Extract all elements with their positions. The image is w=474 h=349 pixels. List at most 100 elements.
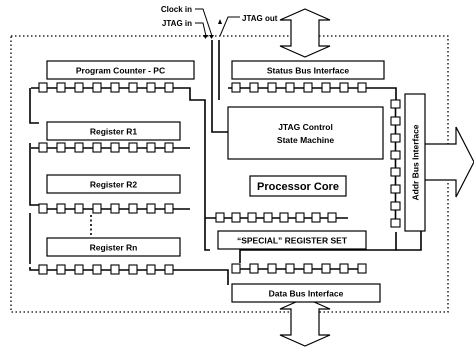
- register-r1-label: Register R1: [90, 127, 138, 137]
- clock-in-line: [195, 8, 213, 37]
- data-register-cells: [231, 263, 367, 274]
- special-top-cells: [205, 212, 348, 223]
- register-cell: [390, 99, 401, 109]
- status-bus-label: Status Bus Interface: [267, 66, 349, 76]
- register-cell: [164, 82, 174, 93]
- addr-bus-label: Addr Bus Interface: [411, 124, 421, 200]
- status-bus-box: [231, 60, 385, 80]
- addr-bus-box: [404, 93, 426, 232]
- up-down-arrow-icon: [279, 8, 331, 58]
- jtag-control-label-line2: State Machine: [277, 135, 334, 145]
- register-cell: [146, 142, 156, 153]
- processor-core-box: [249, 175, 347, 197]
- status-register-cells: [231, 82, 367, 93]
- clock-in-arrowhead: [209, 35, 214, 39]
- jtag-control-label-line1: JTAG Control: [278, 122, 333, 132]
- register-cell: [321, 263, 331, 274]
- register-cell: [128, 142, 138, 153]
- jtag-control-box: [227, 106, 384, 160]
- jtag-out-label: JTAG out: [242, 14, 278, 23]
- register-cell: [92, 264, 102, 275]
- register-cell: [327, 212, 337, 223]
- register-cell: [56, 142, 66, 153]
- register-cell: [390, 184, 401, 194]
- wire-pc-to-core: [182, 87, 210, 251]
- register-cell: [390, 133, 401, 143]
- register-cell: [110, 142, 120, 153]
- register-cell: [56, 203, 66, 214]
- register-cell: [164, 203, 174, 214]
- register-cell: [390, 218, 401, 228]
- register-rn-box: [46, 237, 181, 257]
- register-cell: [247, 212, 257, 223]
- r1-register-cells: [31, 142, 190, 153]
- rn-register-cells: [38, 264, 180, 275]
- register-cell: [339, 263, 349, 274]
- register-cell: [303, 82, 313, 93]
- addr-register-cells: [390, 99, 401, 228]
- register-cell: [128, 264, 138, 275]
- register-cell: [146, 82, 156, 93]
- register-cell: [110, 264, 120, 275]
- special-register-box: [217, 230, 367, 250]
- register-cell: [38, 142, 48, 153]
- register-cell: [285, 82, 295, 93]
- register-cell: [38, 82, 48, 93]
- register-cell: [110, 203, 120, 214]
- core-boundary: [10, 35, 449, 313]
- register-cell: [249, 263, 259, 274]
- wire-rn-to-data: [180, 269, 229, 285]
- register-cell: [303, 263, 313, 274]
- register-cell: [128, 203, 138, 214]
- register-cell: [231, 263, 241, 274]
- r2-register-cells: [38, 203, 190, 214]
- register-cell: [164, 142, 174, 153]
- program-counter-label: Program Counter - PC: [76, 66, 165, 76]
- register-r2-label: Register R2: [90, 180, 138, 190]
- register-cell: [339, 82, 349, 93]
- register-cell: [56, 82, 66, 93]
- register-cell: [390, 167, 401, 177]
- register-cell: [267, 82, 277, 93]
- register-cell: [215, 212, 225, 223]
- register-cell: [357, 82, 367, 93]
- register-cell: [267, 263, 277, 274]
- special-register-label: “SPECIAL” REGISTER SET: [237, 236, 348, 246]
- processor-core-label: Processor Core: [257, 181, 339, 193]
- jtag-in-label: JTAG in: [162, 19, 192, 28]
- jtag-in-line: [195, 22, 207, 37]
- jtag-in-arrowhead: [203, 35, 208, 39]
- register-cell: [110, 82, 120, 93]
- wire-pc-to-r1: [29, 88, 39, 124]
- right-arrow-icon: [423, 126, 474, 198]
- register-cell: [128, 82, 138, 93]
- wire-special-to-addr: [239, 249, 396, 263]
- register-cell: [92, 82, 102, 93]
- register-cell: [231, 82, 241, 93]
- register-cell: [92, 203, 102, 214]
- register-cell: [74, 203, 84, 214]
- wire-addr-bus-down: [395, 229, 422, 251]
- jtag-out-line: [219, 16, 240, 37]
- register-cell: [146, 264, 156, 275]
- jtag-out-arrowhead: [218, 19, 222, 24]
- wire-rn-bus: [29, 267, 39, 271]
- register-cell: [146, 203, 156, 214]
- register-cell: [92, 142, 102, 153]
- register-cell: [231, 212, 241, 223]
- register-cell: [74, 264, 84, 275]
- register-cell: [164, 264, 174, 275]
- clock-in-label: Clock in: [161, 5, 192, 14]
- register-cell: [321, 82, 331, 93]
- register-r1-box: [46, 121, 181, 141]
- up-down-arrow-icon: [279, 297, 331, 347]
- pc-register-cells: [31, 82, 182, 93]
- register-r2-box: [46, 174, 181, 194]
- register-cell: [74, 82, 84, 93]
- register-cell: [74, 142, 84, 153]
- program-counter-box: [46, 60, 195, 80]
- data-bus-box: [231, 283, 381, 303]
- wire-r1-to-r2: [29, 143, 39, 206]
- register-cell: [249, 82, 259, 93]
